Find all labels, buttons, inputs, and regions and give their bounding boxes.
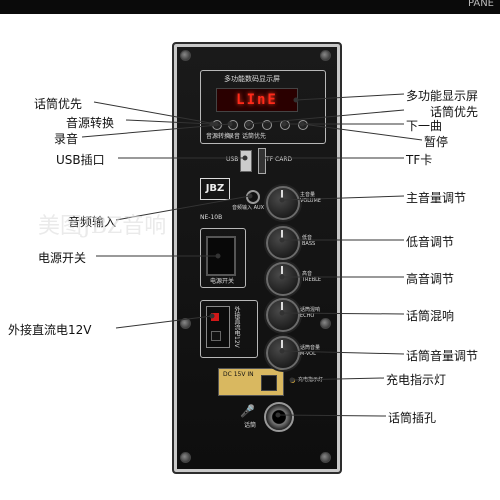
- knob-label: 低音: [302, 235, 313, 241]
- usb-caption: USB: [226, 156, 239, 163]
- screw-icon: [320, 318, 331, 329]
- label-next-track: 下一曲: [406, 119, 443, 133]
- label-power-switch: 电源开关: [38, 251, 87, 265]
- label-treble: 高音调节: [406, 272, 455, 286]
- display-module: [200, 70, 326, 144]
- label-display: 多功能显示屏: [406, 89, 479, 103]
- screw-icon: [320, 452, 331, 463]
- power-switch-frame: [200, 228, 246, 288]
- dc-input-connector[interactable]: [206, 306, 230, 348]
- button-caption-source: 音源转换: [206, 133, 231, 140]
- label-echo: 话筒混响: [406, 309, 455, 323]
- watermark: 美图JBZ音响: [38, 214, 167, 239]
- power-caption: 电源开关: [210, 278, 235, 285]
- screw-icon: [180, 50, 191, 61]
- tf-caption: TF CARD: [266, 156, 293, 163]
- knob-label: 话筒混响: [300, 307, 321, 313]
- dc-in-caption: 外接直流电12V: [233, 306, 240, 348]
- knob-sublabel: BASS: [302, 241, 316, 247]
- knob-label: 话筒音量: [300, 345, 321, 351]
- dc-15v-plate: DC 15V IN: [218, 368, 284, 396]
- dc-red-terminal: [211, 313, 219, 321]
- knob-label: 主音量: [300, 192, 316, 198]
- label-dc-input: 外接直流电12V: [8, 323, 92, 337]
- display-header: 多功能数码显示屏: [224, 75, 280, 83]
- label-mic-priority-right: 话筒优先: [430, 105, 479, 119]
- usb-port[interactable]: [240, 150, 252, 172]
- dc-15v-label: DC 15V IN: [223, 371, 254, 378]
- label-tf-card: TF卡: [406, 153, 433, 167]
- tf-card-slot[interactable]: [258, 148, 266, 174]
- button-caption-mic-priority: 话筒优先: [242, 133, 267, 140]
- dc-15v-jack[interactable]: [261, 375, 277, 391]
- mic-caption: 话筒: [244, 422, 257, 429]
- label-usb-port: USB插口: [56, 153, 105, 167]
- screw-icon: [320, 50, 331, 61]
- label-audio-input: 音频输入: [68, 215, 117, 229]
- label-charge-light: 充电指示灯: [386, 373, 447, 387]
- label-master-volume: 主音量调节: [406, 191, 467, 205]
- master-volume-knob[interactable]: [266, 186, 300, 220]
- label-source-switch: 音源转换: [66, 116, 115, 130]
- knob-sublabel: ECHO: [300, 313, 315, 319]
- label-bass: 低音调节: [406, 235, 455, 249]
- top-edge-text: PANE: [467, 0, 494, 9]
- mic-volume-knob[interactable]: [266, 336, 300, 370]
- label-pause: 暂停: [424, 135, 449, 149]
- prev-button[interactable]: [262, 120, 272, 130]
- microphone-icon: 🎤: [240, 404, 255, 418]
- dc-black-terminal: [211, 331, 221, 341]
- knob-sublabel: TREBLE: [302, 277, 322, 283]
- dc-input-frame: [200, 300, 258, 358]
- screw-icon: [180, 318, 191, 329]
- mic-jack[interactable]: [264, 402, 294, 432]
- aux-caption: 音频输入 AUX: [232, 205, 265, 211]
- label-mic-volume: 话筒音量调节: [406, 349, 479, 363]
- button-caption-record: 录音: [228, 133, 241, 140]
- label-mic-priority-left: 话筒优先: [34, 97, 83, 111]
- bass-knob[interactable]: [266, 226, 300, 260]
- top-edge-bar: PANE: [0, 0, 500, 14]
- led-display: LInE: [216, 88, 298, 112]
- knob-sublabel: VOLUME: [300, 198, 321, 204]
- screw-icon: [180, 452, 191, 463]
- label-mic-jack: 话筒插孔: [388, 411, 437, 425]
- model-caption: NE-10B: [200, 214, 223, 221]
- knob-label: 高音: [302, 271, 313, 277]
- label-record: 录音: [54, 132, 79, 146]
- knob-sublabel: M-VOL: [300, 351, 316, 357]
- brand-logo: JBZ: [200, 178, 230, 200]
- led-display-text: LInE: [236, 92, 278, 108]
